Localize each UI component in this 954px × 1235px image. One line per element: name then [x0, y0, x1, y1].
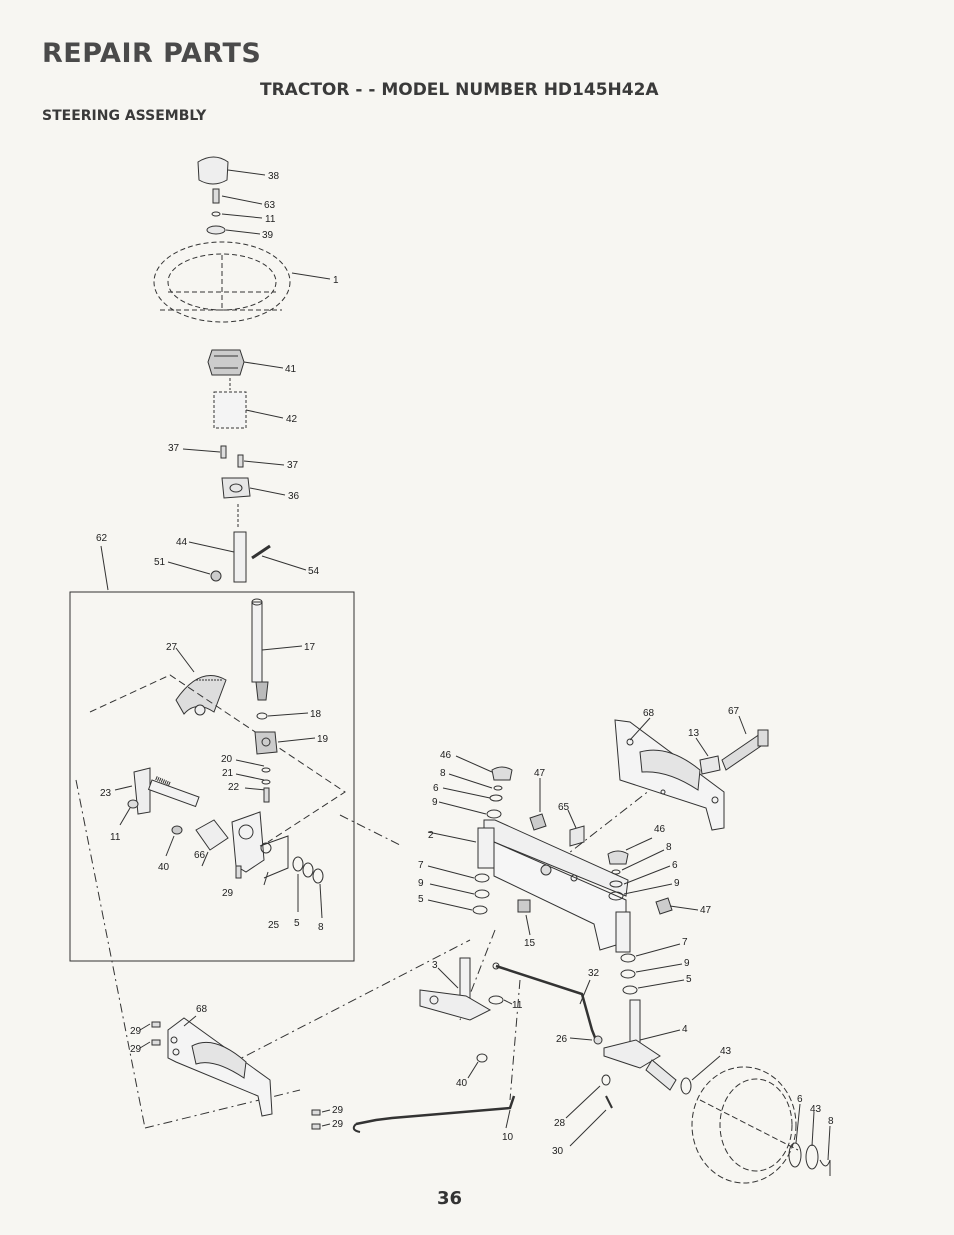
- callout-39: 39: [262, 230, 274, 241]
- callout-9: 9: [684, 958, 690, 969]
- front-axle: [427, 819, 631, 953]
- callout-63: 63: [264, 200, 276, 211]
- right-spindle-hardware: [607, 837, 699, 995]
- alignment-lines: [75, 779, 651, 1129]
- callout-46: 46: [440, 750, 452, 761]
- axle-support-right: [614, 715, 769, 831]
- callout-43: 43: [720, 1046, 732, 1057]
- callout-9: 9: [418, 878, 424, 889]
- callout-32: 32: [588, 968, 600, 979]
- callout-8: 8: [318, 922, 324, 933]
- callout-26: 26: [556, 1034, 568, 1045]
- callout-10: 10: [502, 1132, 514, 1143]
- callout-1: 1: [333, 275, 339, 286]
- callout-9: 9: [432, 797, 438, 808]
- callout-37: 37: [168, 443, 180, 454]
- callout-13: 13: [688, 728, 700, 739]
- drag-link: [492, 962, 603, 1045]
- callout-38: 38: [268, 171, 280, 182]
- callout-6: 6: [433, 783, 439, 794]
- callout-28: 28: [554, 1118, 566, 1129]
- callout-40: 40: [158, 862, 170, 873]
- sector-bracket-assembly: [114, 767, 324, 919]
- callout-25: 25: [268, 920, 280, 931]
- callout-21: 21: [222, 768, 234, 779]
- page-title: REPAIR PARTS: [42, 38, 262, 69]
- callout-66: 66: [194, 850, 206, 861]
- callout-6: 6: [672, 860, 678, 871]
- callout-29: 29: [332, 1105, 344, 1116]
- callout-8: 8: [828, 1116, 834, 1127]
- callout-5: 5: [686, 974, 692, 985]
- callout-37: 37: [287, 460, 299, 471]
- steering-bushing: [213, 391, 284, 429]
- callout-68: 68: [643, 708, 655, 719]
- callout-7: 7: [682, 937, 688, 948]
- page-number: 36: [437, 1188, 463, 1209]
- callout-54: 54: [308, 566, 320, 577]
- callout-19: 19: [317, 734, 329, 745]
- model-subtitle: TRACTOR - - MODEL NUMBER HD145H42A: [260, 80, 659, 100]
- callout-29: 29: [130, 1044, 142, 1055]
- callout-8: 8: [440, 768, 446, 779]
- callout-18: 18: [310, 709, 322, 720]
- callout-2: 2: [428, 830, 434, 841]
- callout-43: 43: [810, 1104, 822, 1115]
- callout-40: 40: [456, 1078, 468, 1089]
- cap-hardware: [206, 188, 263, 235]
- callout-11: 11: [512, 1000, 523, 1011]
- left-spindle-hardware: [427, 755, 585, 915]
- callout-67: 67: [728, 706, 740, 717]
- callout-47: 47: [700, 905, 712, 916]
- callout-5: 5: [418, 894, 424, 905]
- callout-27: 27: [166, 642, 178, 653]
- callout-46: 46: [654, 824, 666, 835]
- callout-11: 11: [110, 832, 121, 843]
- callout-44: 44: [176, 537, 188, 548]
- callout-6: 6: [797, 1094, 803, 1105]
- support-bracket: [182, 445, 286, 499]
- steering-cap: [197, 156, 266, 185]
- callout-20: 20: [221, 754, 233, 765]
- callout-23: 23: [100, 788, 112, 799]
- tie-rod: [352, 1095, 516, 1133]
- section-heading: STEERING ASSEMBLY: [42, 108, 207, 124]
- callout-29: 29: [222, 888, 234, 899]
- callout-labels: 38 63 11 39 1 41 42 37 37 36 62 44 51 54…: [96, 171, 834, 1157]
- steering-adapter: [207, 349, 284, 376]
- callout-15: 15: [524, 938, 536, 949]
- callout-22: 22: [228, 782, 240, 793]
- callout-41: 41: [285, 364, 297, 375]
- callout-51: 51: [154, 557, 166, 568]
- callout-17: 17: [304, 642, 316, 653]
- callout-47: 47: [534, 768, 546, 779]
- callout-29: 29: [332, 1119, 344, 1130]
- detail-inset-frame: [69, 545, 355, 962]
- callout-4: 4: [682, 1024, 688, 1035]
- left-spindle: [419, 957, 513, 1021]
- callout-3: 3: [432, 960, 438, 971]
- lower-hardware: [467, 1053, 613, 1147]
- callout-9: 9: [674, 878, 680, 889]
- callout-36: 36: [288, 491, 300, 502]
- callout-65: 65: [558, 802, 570, 813]
- steering-wheel: [153, 241, 291, 323]
- steering-gear-assembly: [89, 598, 346, 843]
- axle-support-left: [139, 1015, 331, 1130]
- callout-11: 11: [265, 214, 276, 225]
- right-spindle-and-wheel: [603, 999, 831, 1184]
- callout-42: 42: [286, 414, 298, 425]
- callout-30: 30: [552, 1146, 564, 1157]
- callout-5: 5: [294, 918, 300, 929]
- callout-68: 68: [196, 1004, 208, 1015]
- callout-8: 8: [666, 842, 672, 853]
- callout-29: 29: [130, 1026, 142, 1037]
- steering-shaft-upper: [167, 531, 307, 583]
- callout-62: 62: [96, 533, 108, 544]
- callout-7: 7: [418, 860, 424, 871]
